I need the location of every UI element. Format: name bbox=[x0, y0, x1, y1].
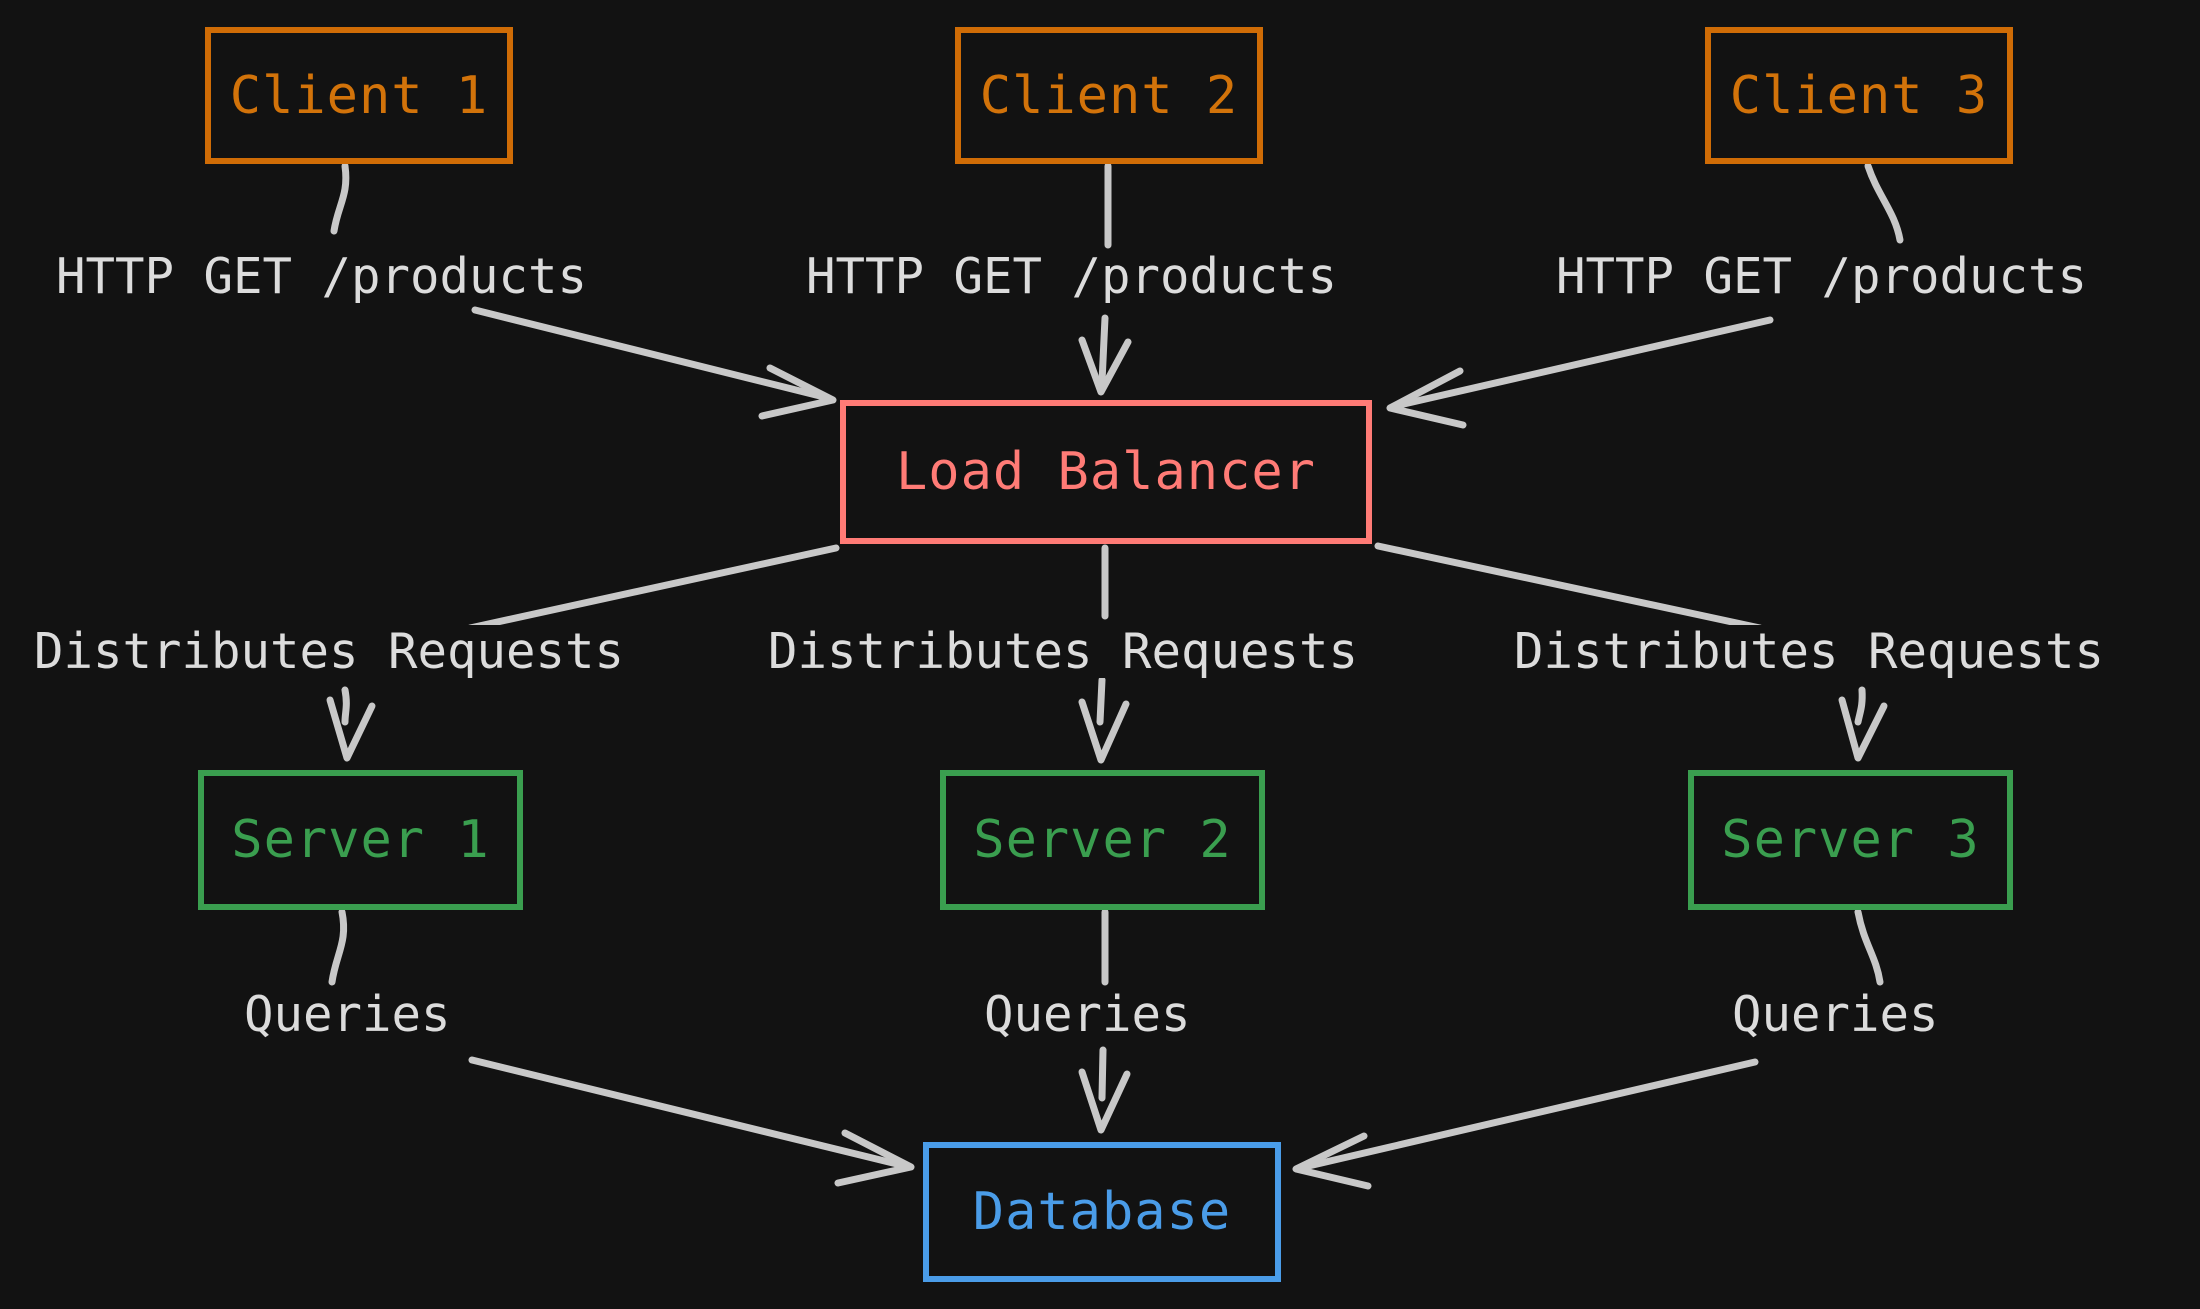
edge-lb-to-server1-head bbox=[326, 696, 376, 762]
node-client-1[interactable]: Client 1 bbox=[205, 27, 513, 164]
edge-client2-to-lb-line bbox=[1098, 314, 1109, 386]
edge-label-distribute-3: Distributes Requests bbox=[1508, 625, 2111, 678]
node-server-3-label: Server 3 bbox=[1721, 810, 1980, 870]
node-server-2-label: Server 2 bbox=[973, 810, 1232, 870]
node-load-balancer[interactable]: Load Balancer bbox=[840, 400, 1372, 544]
edge-client3-to-lb-line bbox=[1391, 316, 1774, 410]
edge-lb-to-server2-line bbox=[1096, 676, 1106, 726]
edge-server1-to-db-line bbox=[468, 1056, 909, 1170]
node-database-label: Database bbox=[972, 1182, 1232, 1242]
edge-label-distribute-2: Distributes Requests bbox=[762, 625, 1365, 678]
edge-lb-to-server1-stub bbox=[341, 686, 350, 726]
edge-label-queries-1: Queries bbox=[238, 988, 457, 1041]
edge-server1-to-db-stub bbox=[328, 908, 348, 986]
node-client-3-label: Client 3 bbox=[1729, 65, 1989, 126]
edge-label-http-2: HTTP GET /products bbox=[800, 250, 1344, 303]
edge-server2-to-db-head bbox=[1078, 1068, 1131, 1134]
edge-lb-to-server3-stub bbox=[1854, 686, 1866, 726]
edge-client1-to-lb-head bbox=[758, 364, 837, 420]
edge-client3-to-lb-stub bbox=[1864, 162, 1904, 244]
node-server-3[interactable]: Server 3 bbox=[1688, 770, 2013, 910]
edge-lb-to-server3-head bbox=[1838, 696, 1888, 762]
edge-client1-to-lb-stub bbox=[330, 162, 350, 235]
edge-server3-to-db-line bbox=[1296, 1058, 1759, 1172]
edge-label-queries-2: Queries bbox=[978, 988, 1197, 1041]
node-client-3[interactable]: Client 3 bbox=[1705, 27, 2013, 164]
node-server-1[interactable]: Server 1 bbox=[198, 770, 523, 910]
edge-server3-to-db-head bbox=[1292, 1132, 1372, 1190]
edge-client3-to-lb-head bbox=[1386, 367, 1467, 429]
edge-server1-to-db-head bbox=[834, 1129, 915, 1187]
node-client-2-label: Client 2 bbox=[979, 65, 1239, 126]
edge-lb-to-server1-line bbox=[466, 544, 840, 632]
edge-client2-to-lb-head bbox=[1078, 336, 1132, 396]
node-load-balancer-label: Load Balancer bbox=[896, 442, 1316, 502]
edge-client1-to-lb-line bbox=[471, 306, 832, 402]
edge-label-queries-3: Queries bbox=[1726, 988, 1945, 1041]
edge-label-distribute-1: Distributes Requests bbox=[28, 625, 631, 678]
edge-lb-to-server2-head bbox=[1078, 698, 1130, 764]
node-client-2[interactable]: Client 2 bbox=[955, 27, 1263, 164]
edge-label-http-3: HTTP GET /products bbox=[1550, 250, 2094, 303]
node-database[interactable]: Database bbox=[923, 1142, 1281, 1282]
node-client-1-label: Client 1 bbox=[229, 65, 489, 126]
node-server-2[interactable]: Server 2 bbox=[940, 770, 1265, 910]
edge-server3-to-db-stub bbox=[1854, 908, 1884, 986]
edge-lb-to-server3-line bbox=[1374, 542, 1764, 632]
edge-server2-to-db-line bbox=[1098, 1046, 1107, 1102]
edge-label-http-1: HTTP GET /products bbox=[50, 250, 594, 303]
node-server-1-label: Server 1 bbox=[231, 810, 490, 870]
